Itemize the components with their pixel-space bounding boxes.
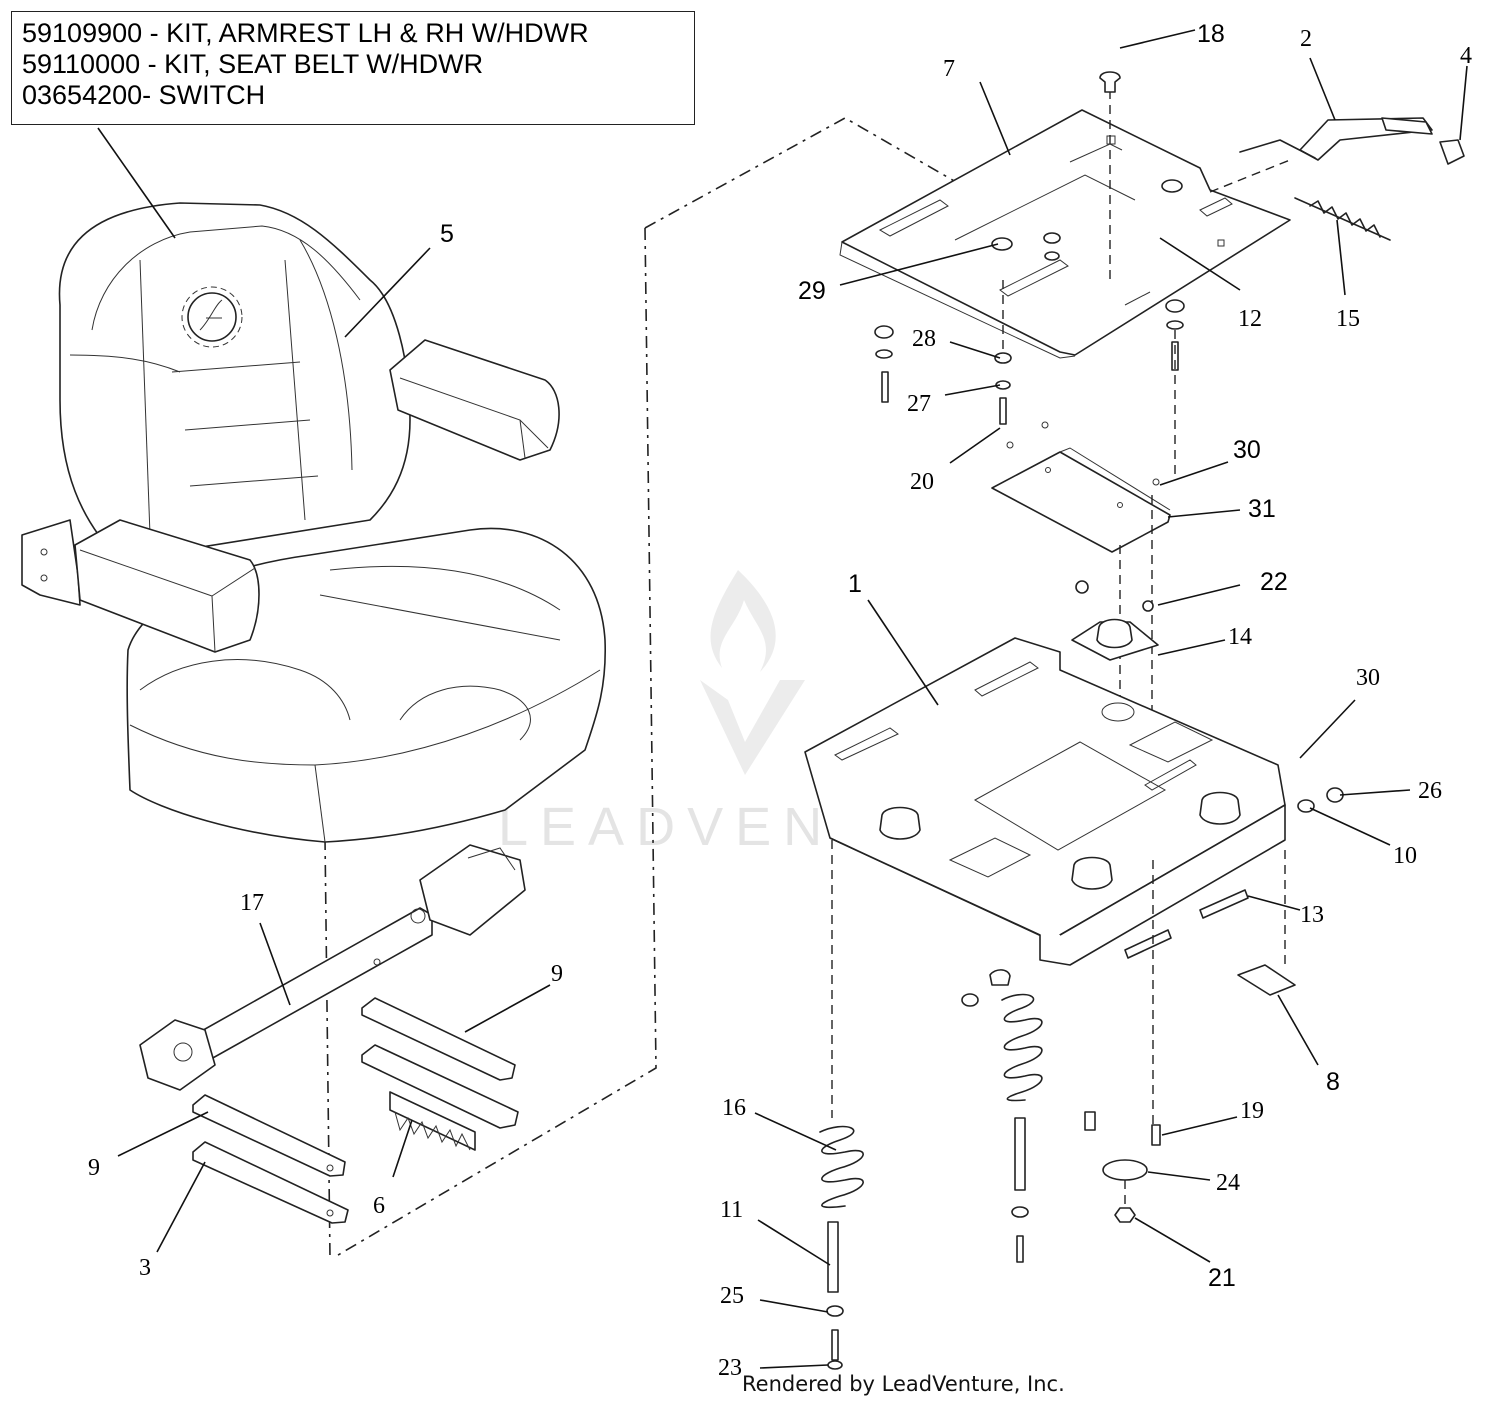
callout-19: 19 — [1240, 1098, 1264, 1124]
callout-labels: 1 2 3 4 5 6 7 8 9 9 10 11 12 13 14 15 16… — [88, 20, 1472, 1381]
callout-10: 10 — [1393, 843, 1417, 869]
callout-12: 12 — [1238, 306, 1262, 332]
left-spring-stack — [819, 840, 864, 1370]
callout-16: 16 — [722, 1095, 746, 1121]
upper-slide-plate — [839, 109, 1291, 359]
seat-plates — [192, 997, 519, 1224]
callout-15: 15 — [1336, 306, 1360, 332]
callout-3: 3 — [139, 1255, 151, 1281]
callout-14: 14 — [1228, 624, 1252, 650]
callout-7: 7 — [943, 56, 955, 82]
callout-27: 27 — [907, 391, 931, 417]
callout-30-upper: 30 — [1233, 436, 1261, 464]
callout-22: 22 — [1260, 568, 1288, 596]
callout-28: 28 — [912, 326, 936, 352]
callout-30-lower: 30 — [1356, 665, 1380, 691]
callout-1: 1 — [848, 570, 862, 598]
seat-belt-bracket — [139, 844, 526, 1091]
seat-assembly — [21, 202, 607, 843]
callout-9-lower: 9 — [88, 1155, 100, 1181]
top-plate-hardware — [874, 71, 1185, 480]
callout-18: 18 — [1197, 20, 1225, 48]
callout-11: 11 — [720, 1197, 743, 1223]
middle-spring-stack — [1001, 993, 1096, 1263]
callout-13: 13 — [1300, 902, 1324, 928]
callout-25: 25 — [720, 1283, 744, 1309]
callout-24: 24 — [1216, 1170, 1240, 1196]
kit-note-switch: 03654200- SWITCH — [22, 80, 266, 110]
render-credit: Rendered by LeadVenture, Inc. — [742, 1372, 1065, 1396]
callout-31: 31 — [1248, 495, 1276, 523]
callout-9-upper: 9 — [551, 961, 563, 987]
callout-2: 2 — [1300, 26, 1312, 52]
callout-6: 6 — [373, 1193, 385, 1219]
seat-adjust-handle — [1209, 117, 1465, 241]
callout-leaders — [97, 29, 1468, 1369]
kit-notes-box: 59109900 - KIT, ARMREST LH & RH W/HDWR 5… — [11, 11, 695, 125]
callout-29: 29 — [798, 277, 826, 305]
base-plate-hardware — [961, 787, 1344, 1125]
kit-note-seat-belt: 59110000 - KIT, SEAT BELT W/HDWR — [22, 49, 484, 79]
kit-note-armrest: 59109900 - KIT, ARMREST LH & RH W/HDWR — [22, 18, 589, 48]
callout-17: 17 — [240, 890, 264, 916]
callout-5: 5 — [440, 220, 454, 248]
callout-20: 20 — [910, 469, 934, 495]
callout-23: 23 — [718, 1355, 742, 1381]
callout-21: 21 — [1208, 1264, 1236, 1292]
base-plate — [804, 580, 1286, 966]
right-hardware-stack — [1102, 1124, 1161, 1223]
callout-26: 26 — [1418, 778, 1442, 804]
callout-4: 4 — [1460, 43, 1472, 69]
callout-8: 8 — [1326, 1068, 1340, 1096]
